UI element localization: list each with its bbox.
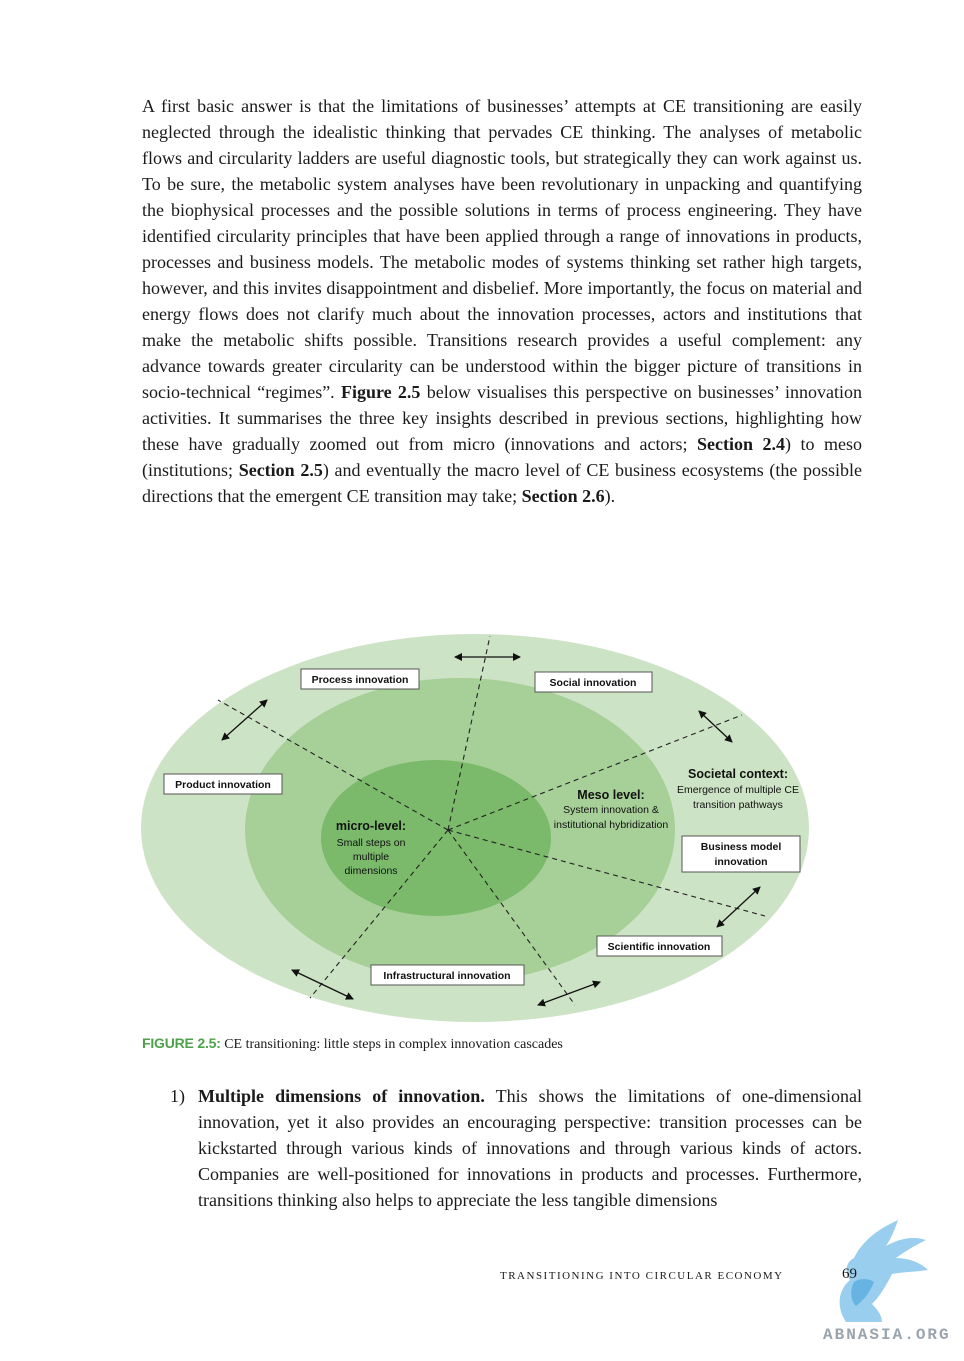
paragraph-text: below visualises this perspective on bus…: [142, 382, 862, 454]
figure-tag: FIGURE 2.5:: [142, 1035, 221, 1051]
micro-level-line: Small steps on: [337, 837, 406, 849]
meso-level-line: institutional hybridization: [554, 819, 669, 831]
caption-text: CE transitioning: little steps in comple…: [220, 1037, 563, 1052]
micro-level-title: micro-level:: [336, 819, 406, 833]
section-reference: Section 2.6: [521, 486, 605, 506]
body-paragraph: A first basic answer is that the limitat…: [142, 93, 862, 509]
label-product-innovation: Product innovation: [175, 779, 271, 791]
label-social-innovation: Social innovation: [550, 677, 637, 689]
inner-ellipse: [321, 760, 551, 916]
meso-level-line: System innovation &: [563, 804, 659, 816]
section-reference: Section 2.4: [696, 434, 785, 454]
griffin-logo-icon: [839, 1220, 928, 1322]
innovation-cascade-diagram: Process innovation Social innovation Pro…: [141, 634, 809, 1022]
innovation-label-boxes: Process innovation Social innovation Pro…: [163, 668, 801, 986]
figure-caption: FIGURE 2.5: CE transitioning: little ste…: [142, 1035, 563, 1053]
figure-reference: Figure 2.5: [340, 382, 421, 402]
label-business-model-2: innovation: [714, 856, 767, 868]
label-process-innovation: Process innovation: [312, 674, 409, 686]
paragraph-text: ).: [604, 486, 616, 506]
double-arrows: [221, 653, 761, 1007]
paragraph-text: ) to meso (institutions;: [142, 434, 862, 480]
paragraph-text: ) and eventually the macro level of CE b…: [142, 460, 863, 506]
societal-context-title: Societal context:: [688, 767, 788, 781]
societal-context-line: Emergence of multiple CE: [677, 784, 799, 796]
list-number: 1): [170, 1086, 185, 1106]
label-scientific-innovation: Scientific innovation: [608, 941, 711, 953]
societal-context-line: transition pathways: [693, 799, 783, 811]
page-number: 69: [842, 1266, 857, 1282]
label-business-model-1: Business model: [701, 841, 782, 853]
running-footer-title: transitioning into circular economy: [500, 1270, 784, 1282]
level-labels: micro-level: Small steps on multiple dim…: [336, 767, 799, 877]
list-item: Multiple dimensions of innovation. This …: [198, 1083, 862, 1213]
paragraph-text: A first basic answer is that the limitat…: [142, 96, 862, 402]
micro-level-line: dimensions: [344, 865, 397, 877]
section-reference: Section 2.5: [238, 460, 323, 480]
meso-level-title: Meso level:: [577, 788, 644, 802]
micro-level-line: multiple: [353, 851, 389, 863]
list-item-text: This shows the limitations of one-dimens…: [198, 1086, 863, 1210]
watermark-text: ABNASIA.ORG: [823, 1326, 951, 1344]
list-item-heading: Multiple dimensions of innovation.: [198, 1086, 485, 1106]
label-infrastructural-innovation: Infrastructural innovation: [383, 970, 510, 982]
